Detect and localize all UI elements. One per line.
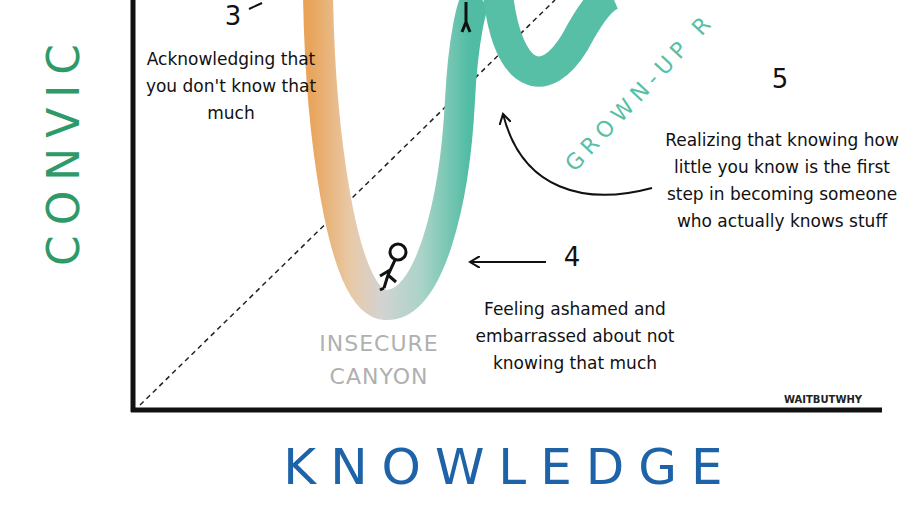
ridge-band — [498, 0, 612, 72]
callout-text: Acknowledging that you don't know that m… — [145, 46, 317, 127]
axis-title: KNOWLEDGE — [283, 439, 736, 497]
axis-title: CONVIC — [39, 34, 90, 266]
leader-arrow — [470, 261, 546, 263]
sitting-figure — [380, 244, 406, 290]
callout-text: Realizing that knowing how little you kn… — [659, 127, 905, 235]
leader-line — [249, 3, 262, 9]
y-axis — [131, 0, 136, 412]
callout-text: Feeling ashamed and embarrassed about no… — [468, 296, 683, 377]
callout-number: 4 — [564, 243, 581, 273]
standing-figure — [462, 2, 470, 32]
watermark: WAITBUTWHY — [784, 394, 862, 406]
region-label: INSECURE CANYON — [299, 327, 459, 393]
callout-number: 5 — [772, 65, 789, 95]
callout-number: 3 — [225, 2, 242, 32]
curve-band — [318, 0, 478, 305]
x-axis — [131, 408, 882, 413]
